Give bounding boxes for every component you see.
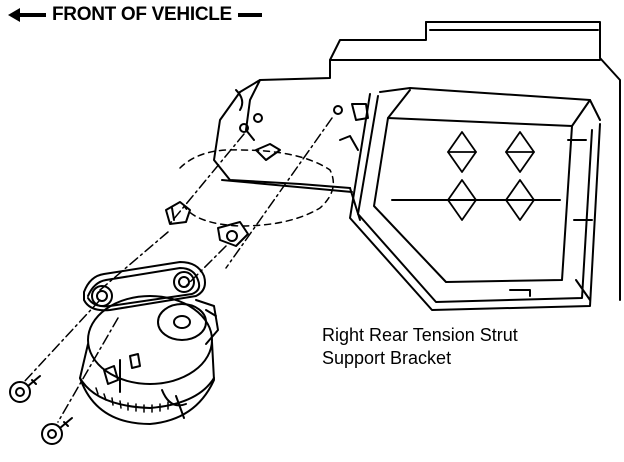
dash-bar-icon <box>237 13 262 17</box>
tension-strut-callout: Right Rear Tension Strut Support Bracket <box>322 324 518 370</box>
duct-assembly <box>349 87 601 311</box>
duct-ribs <box>447 131 535 221</box>
direction-header: FRONT OF VEHICLE <box>8 2 262 28</box>
callout-line-2: Support Bracket <box>322 348 452 368</box>
mounting-screw-lower <box>41 417 73 445</box>
mounting-flange <box>83 261 206 312</box>
blower-motor <box>79 295 219 425</box>
mounting-clips <box>165 201 249 247</box>
front-of-vehicle-label: FRONT OF VEHICLE <box>52 4 232 25</box>
alignment-circle <box>179 149 335 227</box>
installation-guide-lines <box>23 117 333 423</box>
body-panel <box>213 21 621 301</box>
mounting-screw-upper <box>9 375 41 403</box>
motor-band-ticks <box>95 387 169 413</box>
panel-mount-holes <box>239 103 369 161</box>
callout-line-1: Right Rear Tension Strut <box>322 325 518 345</box>
left-arrow-icon <box>8 8 46 22</box>
